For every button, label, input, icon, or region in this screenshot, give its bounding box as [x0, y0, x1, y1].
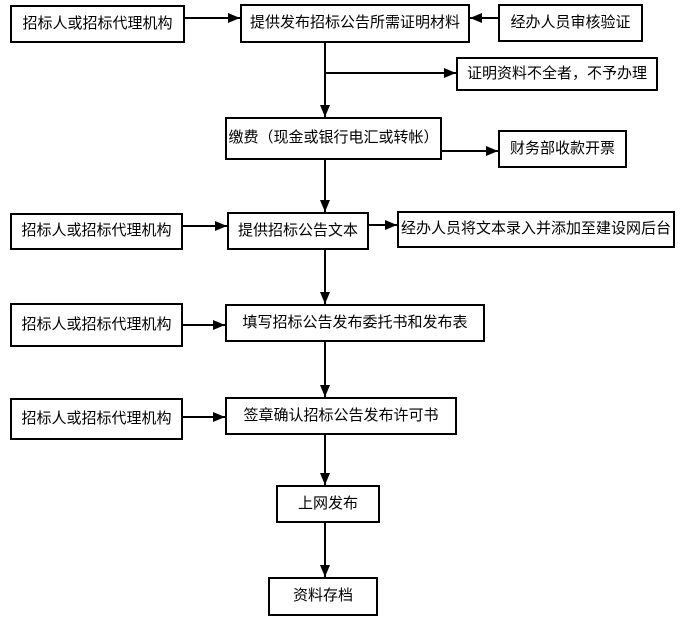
node-actor-row1: 招标人或招标代理机构 — [10, 5, 185, 43]
node-actor-row3: 招标人或招标代理机构 — [10, 303, 183, 347]
node-staff-review: 经办人员审核验证 — [498, 4, 643, 42]
node-actor-row4: 招标人或招标代理机构 — [10, 398, 183, 440]
node-fill-forms: 填写招标公告发布委托书和发布表 — [225, 304, 485, 342]
node-provide-materials: 提供发布招标公告所需证明材料 — [240, 4, 470, 43]
node-incomplete-reject: 证明资料不全者，不予办理 — [456, 57, 658, 91]
node-archive: 资料存档 — [268, 577, 378, 616]
node-actor-row2: 招标人或招标代理机构 — [10, 213, 183, 250]
node-payment: 缴费（现金或银行电汇或转帐） — [225, 117, 442, 160]
node-staff-entry: 经办人员将文本录入并添加至建设网后台 — [397, 211, 675, 248]
node-finance-receipt: 财务部收款开票 — [498, 130, 627, 168]
node-provide-text: 提供招标公告文本 — [227, 212, 369, 250]
node-sign-confirm: 签章确认招标公告发布许可书 — [225, 397, 457, 435]
node-publish-online: 上网发布 — [276, 485, 380, 523]
